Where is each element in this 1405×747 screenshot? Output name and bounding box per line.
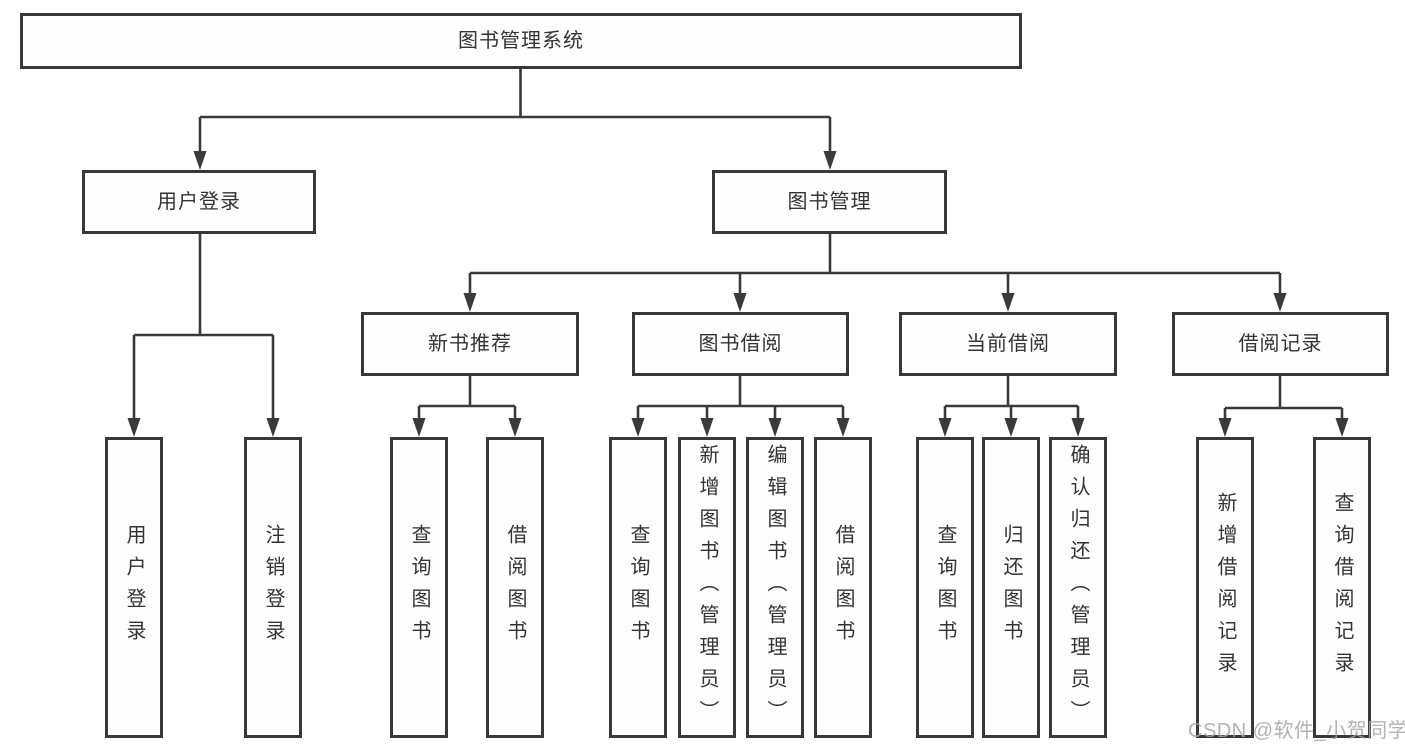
node-label: 注销登录	[262, 523, 284, 652]
node-label: 用户登录	[157, 191, 241, 213]
arrowhead	[1273, 293, 1287, 312]
watermark: CSDN @软件_小贺同学	[1188, 720, 1405, 742]
connector-bookborrow-to-leaves	[636, 376, 845, 420]
node-label: 图书管理	[787, 191, 872, 213]
leaf-add-borrow-record: 新增借阅记录	[1196, 437, 1254, 738]
leaf-confirm-return-admin: 确认归还（管理员）	[1049, 437, 1107, 738]
arrowhead	[463, 293, 477, 312]
node-label: 查询图书	[627, 523, 649, 652]
leaf-borrow-books: 借阅图书	[814, 437, 872, 738]
connector-bookmgmt-to-level3	[468, 234, 1282, 294]
leaf-edit-books-admin: 编辑图书（管理员）	[746, 437, 804, 738]
node-label: 新书推荐	[428, 333, 512, 355]
connector-currentborrow-to-leaves	[943, 376, 1080, 420]
arrowhead	[193, 151, 207, 170]
node-library-system: 图书管理系统	[20, 13, 1022, 69]
leaf-search-books-recommend: 查询图书	[390, 437, 448, 738]
connector-newbook-to-leaves	[417, 376, 517, 420]
arrowhead	[631, 418, 645, 437]
node-label: 归还图书	[1000, 523, 1022, 652]
arrowhead	[266, 418, 280, 437]
node-label: 编辑图书（管理员）	[764, 443, 786, 732]
node-user-login: 用户登录	[82, 170, 316, 234]
leaf-return-books: 归还图书	[982, 437, 1040, 738]
arrowhead	[1004, 418, 1018, 437]
arrowhead	[700, 418, 714, 437]
connector-userlogin-to-leaves	[132, 234, 275, 420]
node-label: 借阅图书	[832, 523, 854, 652]
arrowhead	[938, 418, 952, 437]
node-book-borrowing: 图书借阅	[632, 312, 849, 376]
node-current-borrowing: 当前借阅	[899, 312, 1117, 376]
node-label: 当前借阅	[966, 333, 1050, 355]
node-label: 图书借阅	[698, 333, 783, 355]
leaf-add-books-admin: 新增图书（管理员）	[678, 437, 736, 738]
arrowhead	[836, 418, 850, 437]
leaf-borrow-books-recommend: 借阅图书	[486, 437, 544, 738]
node-label: 借阅图书	[504, 523, 526, 652]
arrowhead	[1218, 418, 1232, 437]
node-label: 借阅记录	[1238, 333, 1323, 355]
leaf-user-login: 用户登录	[105, 437, 163, 738]
node-label: 查询图书	[934, 523, 956, 652]
arrowhead	[1071, 418, 1085, 437]
arrowhead	[508, 418, 522, 437]
node-book-management: 图书管理	[712, 170, 947, 234]
node-new-book-recommend: 新书推荐	[361, 312, 579, 376]
node-label: 查询图书	[408, 523, 430, 652]
arrowhead	[1335, 418, 1349, 437]
node-label: 查询借阅记录	[1331, 491, 1353, 684]
leaf-search-books-borrowing: 查询图书	[609, 437, 667, 738]
node-label: 新增图书（管理员）	[696, 443, 718, 732]
node-label: 用户登录	[123, 523, 145, 652]
leaf-search-borrow-record: 查询借阅记录	[1313, 437, 1371, 738]
node-label: 图书管理系统	[458, 30, 584, 52]
leaf-logout: 注销登录	[244, 437, 302, 738]
node-borrow-records: 借阅记录	[1172, 312, 1389, 376]
connector-records-to-leaves	[1223, 376, 1344, 420]
connector-root-to-level2	[198, 69, 832, 152]
arrowhead	[823, 151, 837, 170]
arrowhead	[1001, 293, 1015, 312]
arrowhead	[127, 418, 141, 437]
arrowhead	[412, 418, 426, 437]
arrowhead	[733, 293, 747, 312]
node-label: 确认归还（管理员）	[1067, 443, 1089, 732]
arrowhead	[768, 418, 782, 437]
node-label: 新增借阅记录	[1214, 491, 1236, 684]
leaf-search-books-current: 查询图书	[916, 437, 974, 738]
